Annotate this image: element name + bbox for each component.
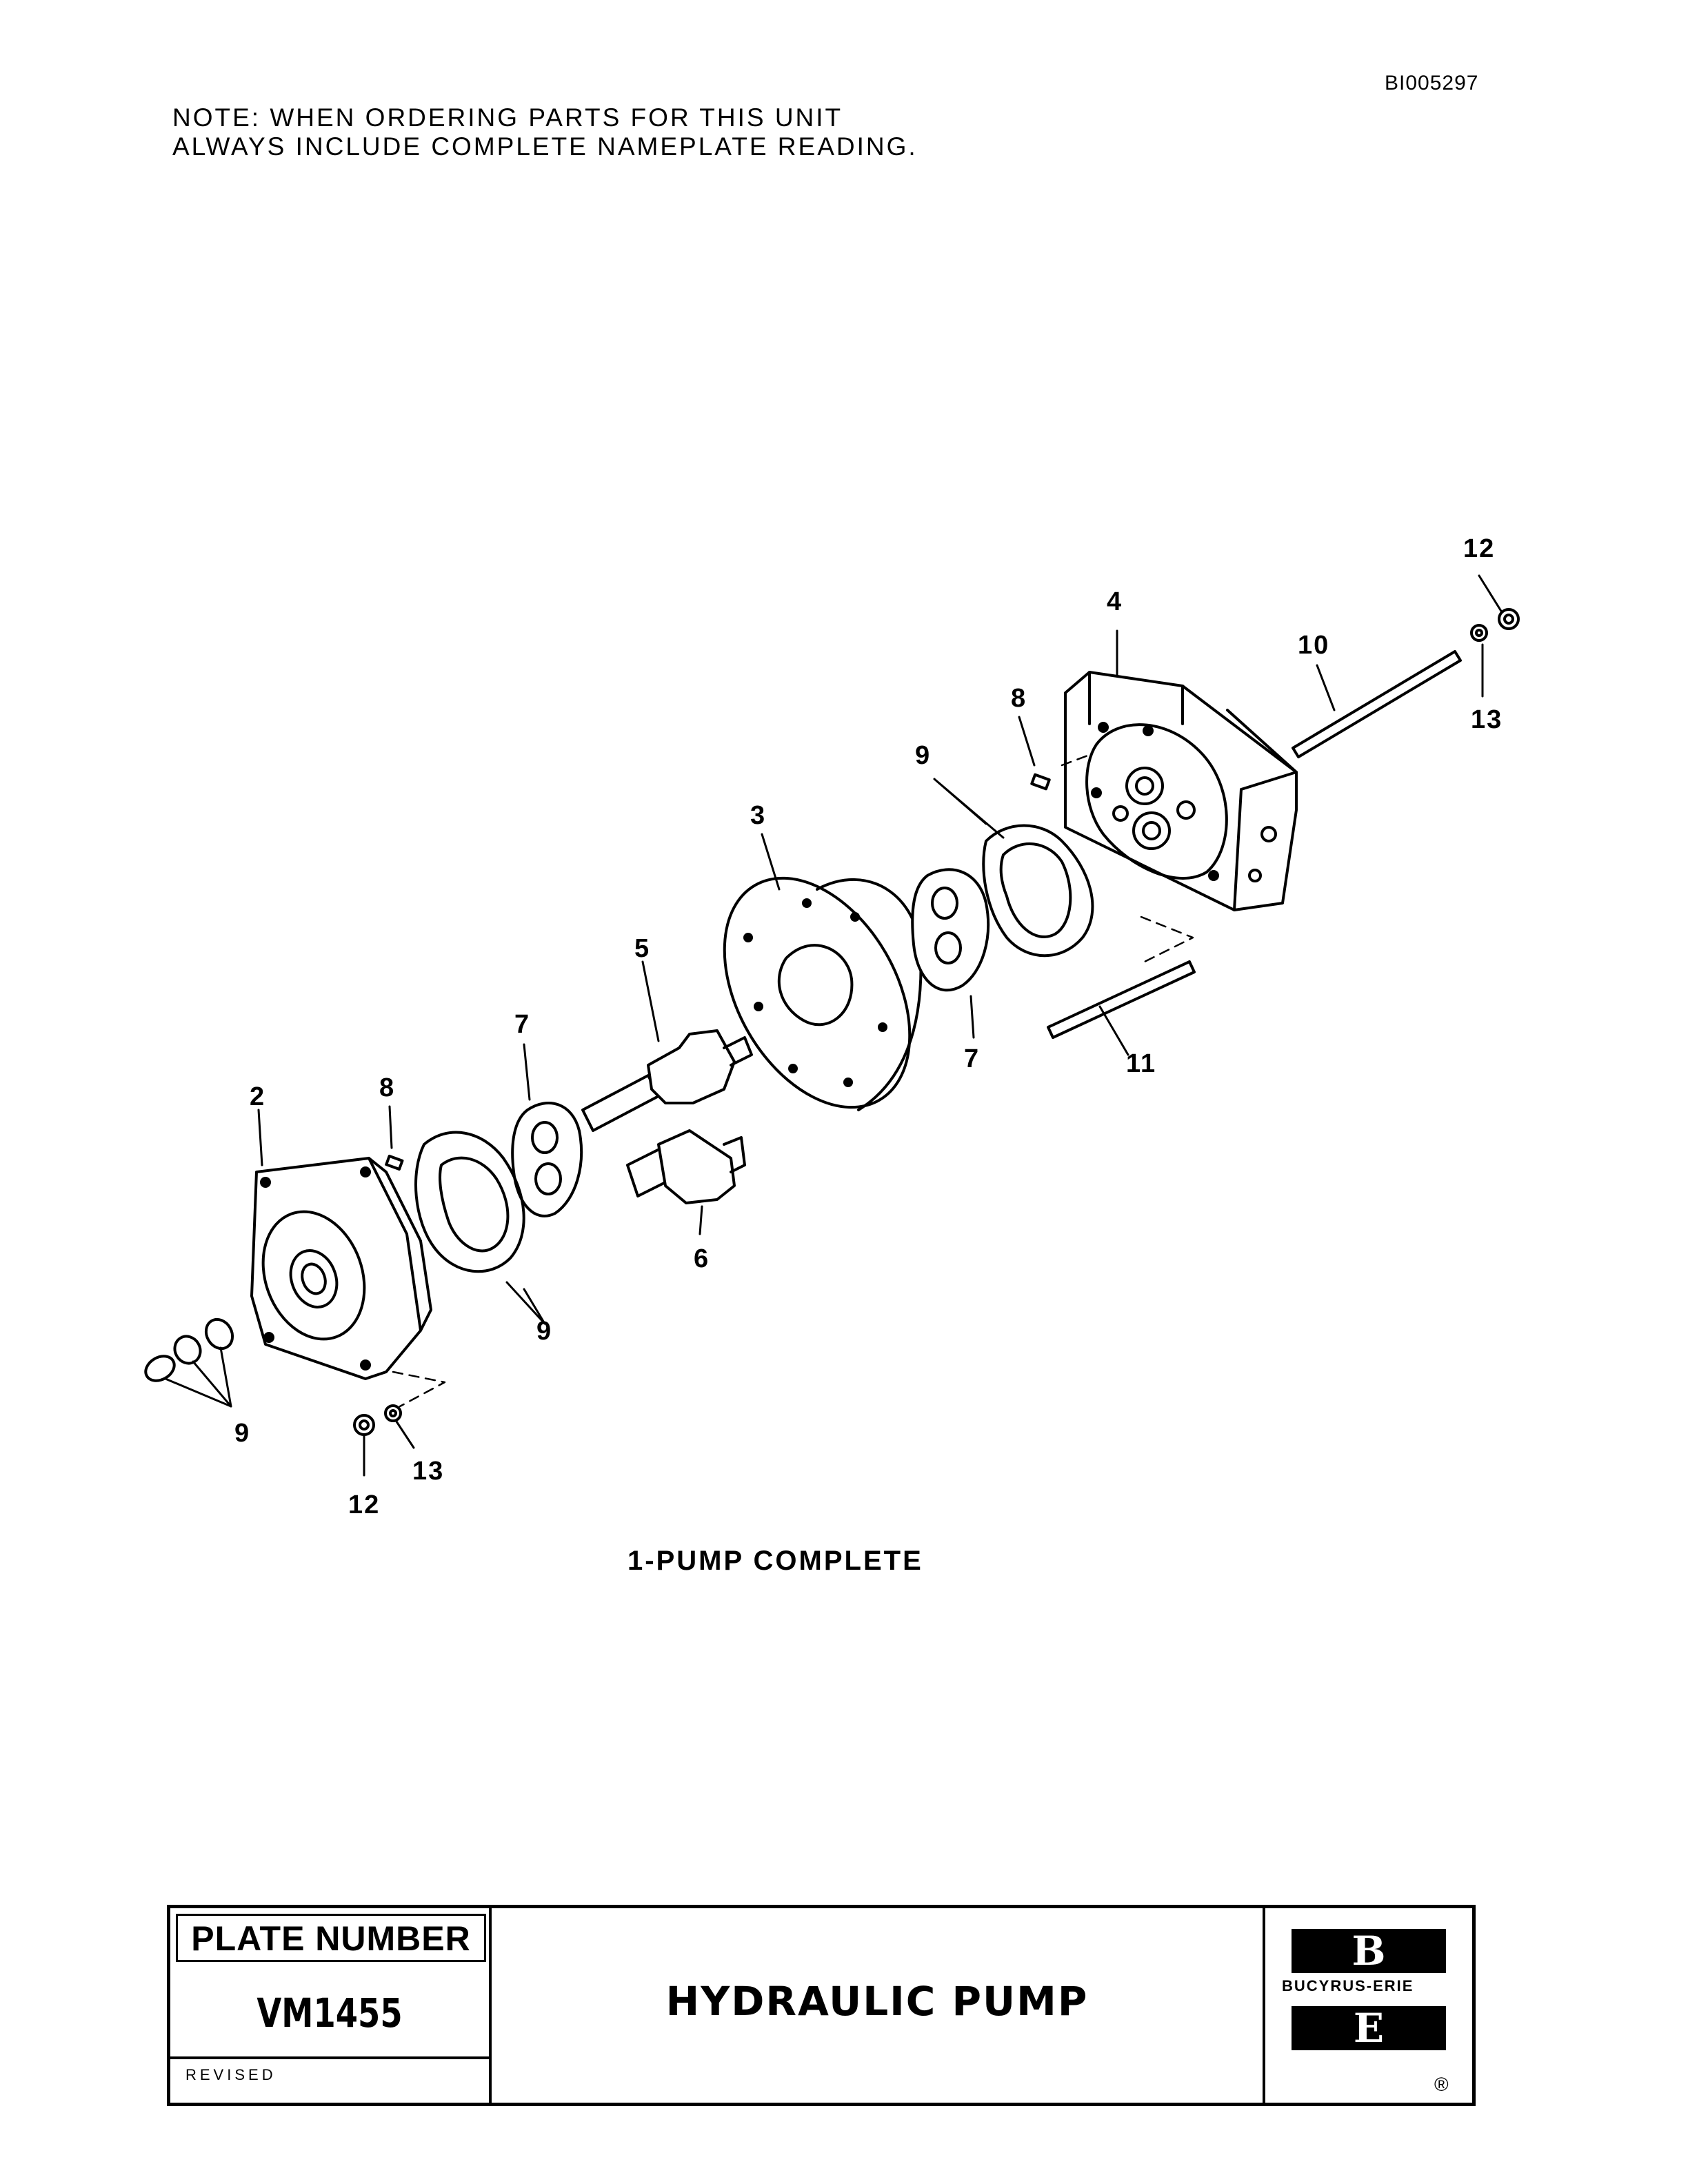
revised-label: REVISED [185,2066,277,2083]
callout-2: 2 [250,1082,266,1111]
callout-8-front: 8 [379,1073,396,1102]
part-13-washer-front [384,1404,402,1422]
part-4-port-housing [1064,671,1298,911]
registered-mark: ® [1434,2074,1449,2095]
logo-company-name: BUCYRUS-ERIE [1282,1977,1414,1994]
callout-11: 11 [1126,1049,1157,1078]
ordering-note-line-1: NOTE: WHEN ORDERING PARTS FOR THIS UNIT [172,103,843,132]
part-5-drive-gear [581,1029,753,1132]
part-9-shaft-seals [144,1317,234,1382]
plate-number-label: PLATE NUMBER [176,1914,486,1962]
part-9-gasket-rear [982,824,1094,958]
callout-4: 4 [1107,587,1123,616]
part-2-front-housing [250,1157,432,1380]
callout-13-front: 13 [412,1457,445,1486]
callout-7-rear: 7 [964,1044,981,1073]
part-9-gasket-front [414,1131,525,1273]
document-id: BI005297 [1385,72,1479,94]
part-13-washer-rear [1470,624,1488,642]
part-8-dowel-pin-front [385,1154,404,1171]
callout-3: 3 [750,801,767,830]
callout-12-front: 12 [348,1490,381,1519]
drawing-title: HYDRAULIC PUMP [665,1978,1089,2025]
part-12-nut-front [353,1414,375,1436]
title-block: PLATE NUMBER VM1455 REVISED HYDRAULIC PU… [167,1905,1476,2106]
callout-10: 10 [1298,631,1330,660]
ordering-note: NOTE: WHEN ORDERING PARTS FOR THIS UNIT … [172,103,918,161]
part-8-dowel-pin-rear [1030,773,1051,791]
part-7-thrust-plate-rear [911,868,989,992]
part-10-stud [1292,650,1462,758]
part-7-thrust-plate-front [511,1102,583,1217]
plate-number-value: VM1455 [257,1990,403,2036]
part-6-driven-gear [626,1129,746,1204]
diagram-caption: 1-PUMP COMPLETE [627,1546,923,1576]
callout-9-shaft-seals: 9 [234,1419,251,1448]
callout-9-front-gasket: 9 [536,1317,553,1346]
callout-8-rear: 8 [1011,684,1027,713]
plate-number-box: PLATE NUMBER VM1455 REVISED [170,1908,492,2103]
assembly-centerlines [392,754,1194,1408]
part-12-nut-rear [1498,608,1520,630]
bucyrus-erie-logo: B BUCYRUS-ERIE E ® [1263,1908,1472,2103]
callout-13-rear: 13 [1471,705,1503,734]
callout-6: 6 [694,1244,710,1273]
logo-e-block: E [1292,2006,1446,2050]
callout-7-front: 7 [514,1010,531,1039]
ordering-note-line-2: ALWAYS INCLUDE COMPLETE NAMEPLATE READIN… [172,132,918,161]
leader-lines [164,574,1503,1477]
callout-5: 5 [634,934,651,963]
revised-row: REVISED [170,2056,489,2105]
callout-9-rear: 9 [915,741,932,770]
callout-12-rear: 12 [1463,534,1496,563]
part-3-gear-body [723,876,923,1111]
part-11-stud [1047,960,1196,1039]
logo-b-block: B [1292,1929,1446,1973]
